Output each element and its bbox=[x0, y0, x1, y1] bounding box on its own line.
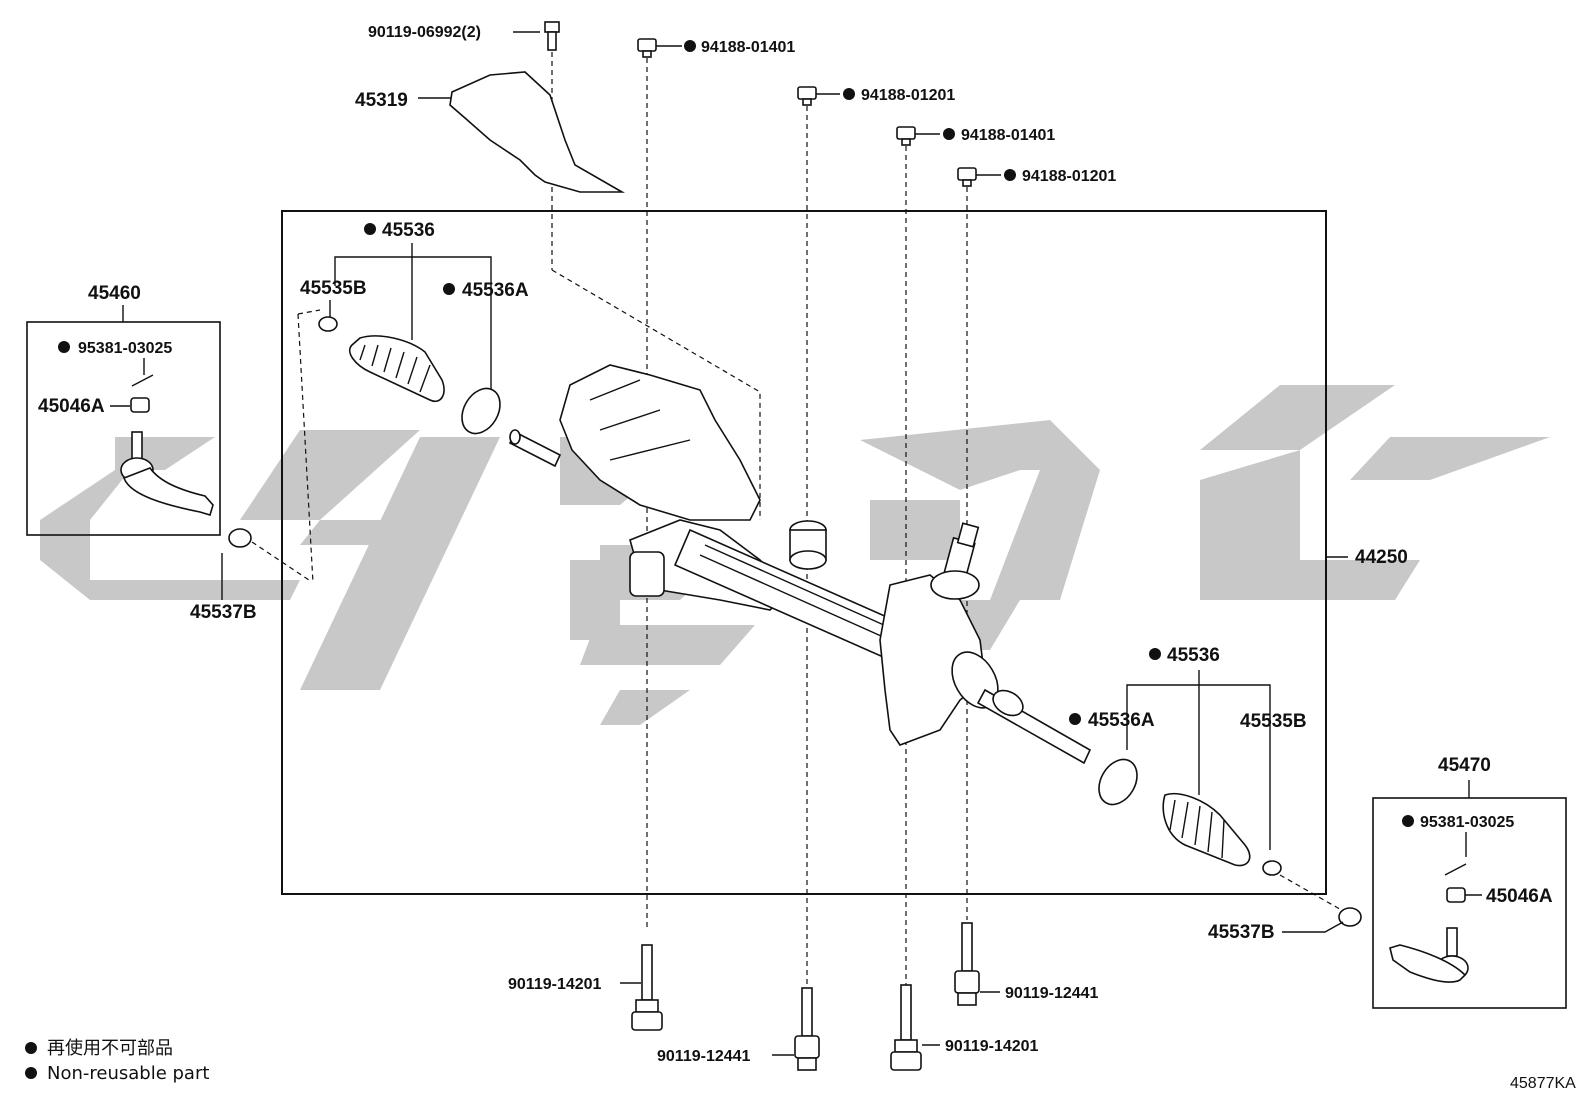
label-45535B-right: 45535B bbox=[1240, 711, 1307, 732]
label-45536-left: 45536 bbox=[382, 220, 435, 241]
non-reusable-dot bbox=[843, 88, 855, 100]
non-reusable-dot bbox=[364, 223, 376, 235]
label-90119-12441-b: 90119-12441 bbox=[1005, 985, 1099, 1002]
label-95381-03025-right: 95381-03025 bbox=[1420, 814, 1514, 831]
label-90119-14201-b: 90119-14201 bbox=[945, 1038, 1039, 1055]
heat-shield-45319-icon bbox=[449, 71, 625, 193]
nut-45046A-right-icon bbox=[1446, 887, 1466, 903]
label-90119-12441-a: 90119-12441 bbox=[657, 1048, 751, 1065]
bracket-45536-left bbox=[334, 256, 492, 400]
non-reusable-dot bbox=[943, 128, 955, 140]
tie-rod-end-45460-icon bbox=[120, 431, 214, 516]
band-45536A-left-icon bbox=[461, 387, 501, 435]
clip-45535B-right-icon bbox=[1262, 860, 1282, 876]
non-reusable-dot bbox=[1402, 815, 1414, 827]
legend-dot bbox=[25, 1042, 37, 1054]
bolt-90119-06992-icon bbox=[544, 21, 560, 51]
boot-45536-left-icon bbox=[348, 335, 445, 402]
tie-rod-end-45470-icon bbox=[1389, 927, 1469, 983]
figure-code: 45877KA bbox=[1510, 1075, 1576, 1092]
nut-45537B-right-icon bbox=[1338, 907, 1362, 927]
label-45537B-left: 45537B bbox=[190, 602, 257, 623]
label-45046A-left: 45046A bbox=[38, 396, 105, 417]
label-45046A-right: 45046A bbox=[1486, 886, 1553, 907]
label-45470: 45470 bbox=[1438, 755, 1491, 776]
legend-jp: 再使用不可部品 bbox=[47, 1038, 173, 1059]
cotter-pin-right-icon bbox=[1444, 863, 1467, 876]
label-94188-01401-b: 94188-01401 bbox=[961, 127, 1055, 144]
non-reusable-dot bbox=[1149, 648, 1161, 660]
legend-en: Non-reusable part bbox=[47, 1063, 209, 1084]
bolt-90119-12441-a-icon bbox=[794, 987, 820, 1071]
boot-45536-right-icon bbox=[1162, 793, 1251, 867]
label-45319: 45319 bbox=[355, 90, 408, 111]
steering-rack-44250-icon bbox=[508, 364, 1092, 765]
nut-94188-01401-b-icon bbox=[896, 126, 916, 146]
label-94188-01201-b: 94188-01201 bbox=[1022, 168, 1116, 185]
bolt-90119-12441-b-icon bbox=[954, 922, 980, 1006]
label-90119-06992: 90119-06992(2) bbox=[368, 24, 481, 41]
watermark-logo bbox=[40, 385, 1550, 725]
non-reusable-dot bbox=[58, 341, 70, 353]
non-reusable-dot bbox=[443, 283, 455, 295]
label-45536-right: 45536 bbox=[1167, 645, 1220, 666]
legend-dot bbox=[25, 1067, 37, 1079]
band-45536A-right-icon bbox=[1098, 758, 1138, 806]
dash-90119-06992-to-rack bbox=[551, 269, 761, 520]
label-94188-01201-a: 94188-01201 bbox=[861, 87, 955, 104]
non-reusable-dot bbox=[1069, 713, 1081, 725]
label-45537B-right: 45537B bbox=[1208, 922, 1275, 943]
label-94188-01401-a: 94188-01401 bbox=[701, 39, 795, 56]
nut-45046A-left-icon bbox=[130, 397, 150, 413]
cotter-pin-left-icon bbox=[131, 374, 154, 387]
label-45460: 45460 bbox=[88, 283, 141, 304]
assembly-frame-44250 bbox=[281, 210, 1327, 895]
nut-94188-01201-a-icon bbox=[797, 86, 817, 106]
label-95381-03025-left: 95381-03025 bbox=[78, 340, 172, 357]
legend: 再使用不可部品 Non-reusable part bbox=[25, 1038, 209, 1084]
label-45535B-left: 45535B bbox=[300, 278, 367, 299]
nut-94188-01401-a-icon bbox=[637, 38, 657, 58]
nut-94188-01201-b-icon bbox=[957, 167, 977, 187]
nut-45537B-left-icon bbox=[228, 528, 252, 548]
label-90119-14201-a: 90119-14201 bbox=[508, 976, 602, 993]
non-reusable-dot bbox=[684, 40, 696, 52]
non-reusable-dot bbox=[1004, 169, 1016, 181]
label-45536A-left: 45536A bbox=[462, 280, 529, 301]
label-45536A-right: 45536A bbox=[1088, 710, 1155, 731]
bolt-90119-14201-a-icon bbox=[631, 944, 663, 1031]
bolt-90119-14201-b-icon bbox=[890, 984, 922, 1071]
label-44250: 44250 bbox=[1355, 547, 1408, 568]
clip-45535B-left-icon bbox=[318, 316, 338, 332]
